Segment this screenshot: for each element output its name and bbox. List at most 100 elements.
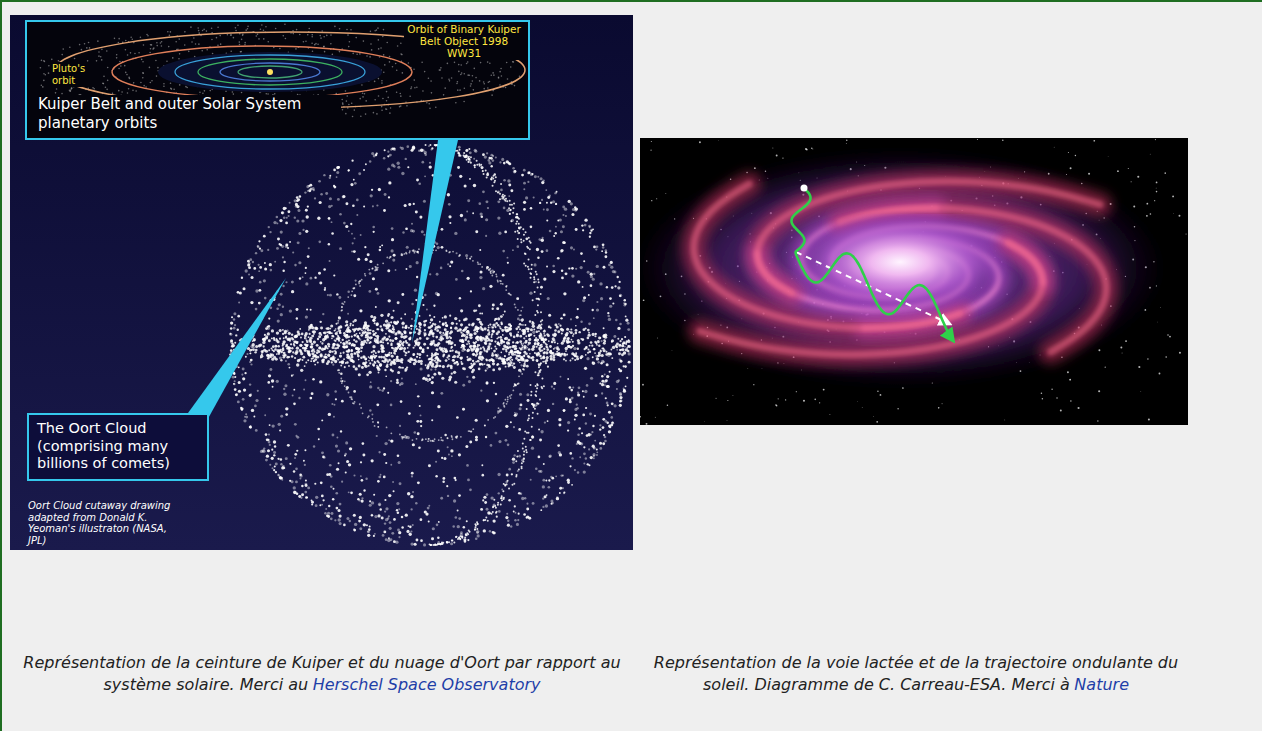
comet-dot — [325, 508, 327, 510]
comet-dot — [530, 226, 533, 229]
comet-dot — [527, 172, 530, 175]
comet-dot — [608, 411, 611, 414]
comet-dot — [294, 216, 296, 218]
comet-dot — [317, 362, 319, 364]
comet-dot — [233, 327, 236, 330]
comet-dot — [242, 398, 245, 401]
image-ground — [10, 15, 633, 550]
comet-dot — [605, 249, 607, 251]
comet-dot — [345, 320, 348, 323]
comet-dot — [489, 530, 491, 532]
comet-dot — [373, 231, 375, 233]
comet-dot — [452, 525, 454, 527]
comet-dot — [439, 365, 442, 368]
comet-dot — [250, 393, 252, 395]
comet-dot — [441, 246, 444, 249]
comet-dot — [342, 345, 345, 348]
comet-dot — [555, 475, 557, 477]
comet-dot — [414, 431, 417, 434]
comet-dot — [345, 225, 348, 228]
comet-dot — [253, 338, 256, 341]
comet-dot — [405, 227, 408, 230]
comet-dot — [574, 418, 576, 420]
comet-dot — [264, 297, 267, 300]
comet-dot — [365, 258, 368, 261]
comet-dot — [584, 219, 587, 222]
comet-dot — [340, 365, 342, 367]
comet-dot — [259, 281, 262, 284]
comet-dot — [402, 231, 404, 233]
comet-dot — [450, 260, 453, 263]
comet-dot — [406, 246, 409, 249]
comet-dot — [506, 160, 509, 163]
comet-dot — [281, 211, 284, 214]
comet-dot — [468, 160, 471, 163]
comet-dot — [423, 200, 426, 203]
comet-dot — [374, 533, 376, 535]
comet-dot — [593, 348, 595, 350]
comet-dot — [562, 474, 564, 476]
comet-dot — [479, 276, 482, 279]
comet-dot — [537, 176, 539, 178]
comet-dot — [442, 481, 444, 483]
comet-dot — [310, 187, 313, 190]
comet-dot — [495, 156, 497, 158]
comet-dot — [350, 183, 353, 186]
comet-dot — [559, 492, 561, 494]
comet-dot — [401, 516, 404, 519]
comet-dot — [456, 416, 459, 419]
comet-dot — [493, 382, 495, 384]
comet-dot — [521, 343, 523, 345]
comet-dot — [432, 527, 435, 530]
comet-dot — [593, 348, 596, 351]
comet-dot — [279, 219, 282, 222]
comet-dot — [287, 210, 290, 213]
comet-dot — [486, 399, 489, 402]
comet-dot — [599, 442, 602, 445]
comet-dot — [343, 343, 346, 346]
comet-dot — [243, 287, 246, 290]
comet-dot — [625, 385, 627, 387]
comet-dot — [322, 456, 325, 459]
comet-dot — [355, 340, 358, 343]
comet-dot — [614, 404, 617, 407]
comet-dot — [456, 361, 458, 363]
comet-dot — [508, 195, 510, 197]
comet-dot — [385, 462, 387, 464]
comet-dot — [300, 497, 302, 499]
comet-dot — [259, 248, 261, 250]
comet-dot — [234, 324, 236, 326]
comet-dot — [598, 337, 601, 340]
comet-dot — [602, 243, 605, 246]
comet-dot — [249, 383, 251, 385]
comet-dot — [325, 192, 328, 195]
comet-dot — [379, 249, 382, 252]
comet-dot — [445, 359, 448, 362]
comet-dot — [378, 476, 381, 479]
comet-dot — [627, 340, 630, 343]
comet-dot — [607, 315, 610, 318]
comet-dot — [296, 346, 299, 349]
comet-dot — [368, 290, 371, 293]
comet-dot — [329, 175, 331, 177]
comet-dot — [320, 481, 323, 484]
comet-dot — [305, 282, 308, 285]
comet-dot — [406, 268, 408, 270]
comet-dot — [555, 203, 557, 205]
comet-dot — [421, 161, 424, 164]
comet-dot — [233, 383, 235, 385]
comet-dot — [304, 347, 306, 349]
comet-dot — [580, 266, 583, 269]
comet-dot — [592, 445, 595, 448]
comet-dot — [358, 499, 360, 501]
comet-dot — [442, 477, 445, 480]
comet-dot — [548, 479, 550, 481]
comet-dot — [530, 207, 533, 210]
comet-dot — [602, 442, 605, 445]
comet-dot — [268, 398, 270, 400]
comet-dot — [318, 438, 320, 440]
comet-dot — [551, 477, 554, 480]
comet-dot — [606, 375, 609, 378]
comet-dot — [314, 483, 316, 485]
comet-dot — [386, 338, 389, 341]
